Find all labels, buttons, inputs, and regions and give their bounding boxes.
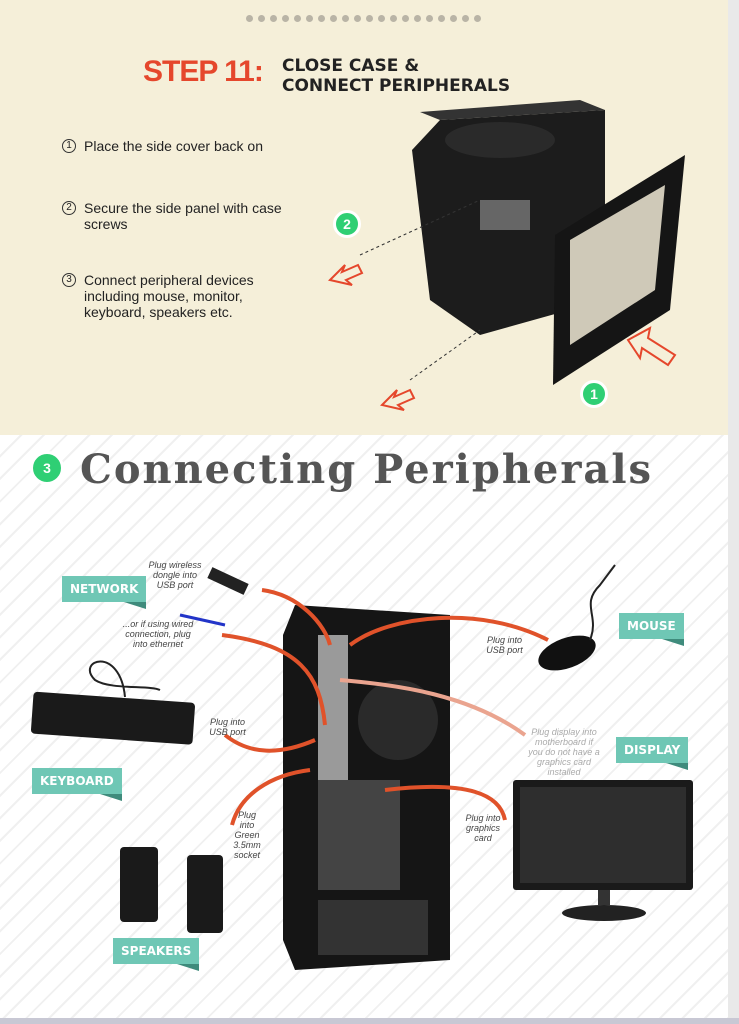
section-number: 3	[30, 451, 64, 485]
case-illustration	[328, 100, 685, 411]
caption-wired: ...or if using wired connection, plug in…	[122, 619, 194, 649]
mouse-tag: MOUSE	[619, 613, 684, 646]
caption-audio: Plug into Green 3.5mm socket	[233, 810, 261, 860]
step-11-panel: STEP 11: CLOSE CASE &CONNECT PERIPHERALS…	[0, 0, 728, 435]
display-tag: DISPLAY	[616, 737, 689, 770]
keyboard-tag: KEYBOARD	[32, 768, 122, 801]
peripherals-illustration	[30, 564, 693, 970]
caption-mouse: Plug into USB port	[486, 635, 523, 655]
step-label: STEP 11:	[143, 55, 264, 88]
caption-keyboard: Plug into USB port	[209, 717, 246, 737]
caption-graphics: Plug into graphics card	[465, 813, 501, 843]
marker-1: 1	[580, 380, 608, 408]
caption-display-mb: Plug display into motherboard if you do …	[528, 727, 600, 777]
speakers-tag: SPEAKERS	[113, 938, 200, 971]
bottom-edge	[0, 1018, 739, 1024]
marker-2: 2	[333, 210, 361, 238]
step-title: CLOSE CASE &CONNECT PERIPHERALS	[282, 56, 511, 96]
caption-wireless: Plug wireless dongle into USB port	[148, 560, 202, 590]
section-title: Connecting Peripherals	[80, 446, 654, 493]
network-tag: NETWORK	[62, 576, 147, 609]
connecting-peripherals-panel: NETWORK KEYBOARD SPEAKERS MOUSE DISPLAY …	[0, 435, 728, 1018]
progress-dots	[246, 15, 481, 22]
